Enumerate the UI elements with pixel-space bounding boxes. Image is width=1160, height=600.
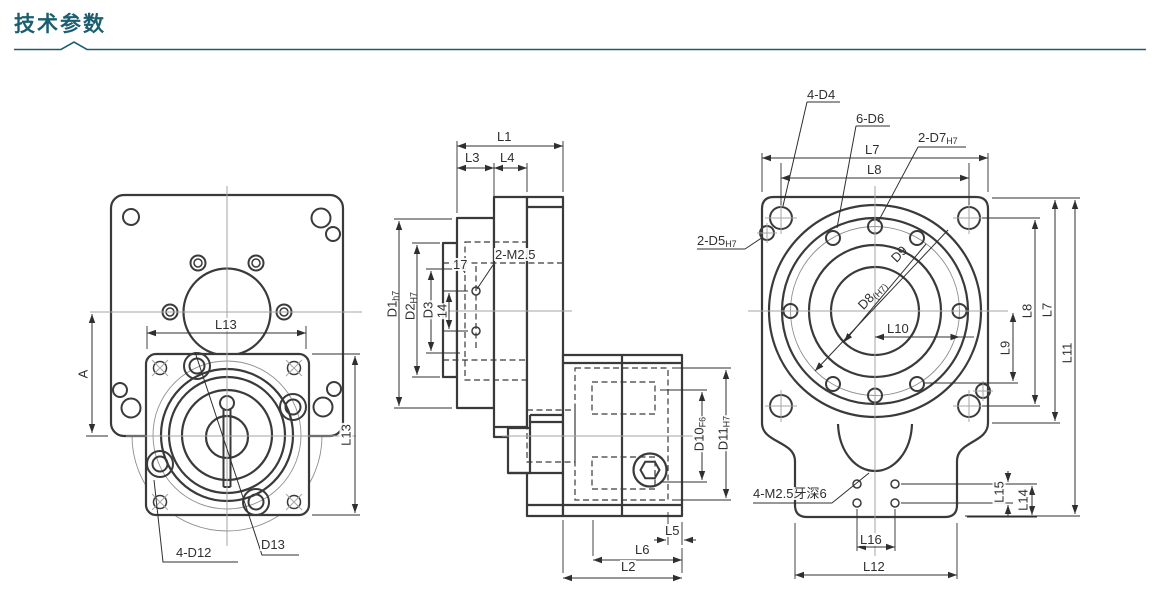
dim-l13-horizontal: L13 bbox=[214, 317, 238, 332]
header-rule bbox=[14, 41, 1146, 51]
mount-hole bbox=[325, 226, 341, 242]
tap-hole bbox=[471, 286, 481, 296]
callout-4-d12: 4-D12 bbox=[175, 545, 213, 560]
mount-hole bbox=[312, 396, 334, 418]
dim-d10: D10F6 bbox=[691, 415, 708, 453]
flange-corner-holes bbox=[151, 359, 303, 511]
leader-2-m25 bbox=[476, 264, 494, 290]
flange-bolt-holes bbox=[146, 352, 307, 516]
rear-view bbox=[697, 101, 1080, 579]
leader-d13 bbox=[194, 351, 299, 556]
hex-socket bbox=[639, 460, 661, 480]
dim-l3: L3 bbox=[464, 150, 481, 165]
housing-body-side bbox=[525, 195, 565, 518]
dim-l5: L5 bbox=[664, 523, 681, 538]
mount-hole bbox=[122, 208, 140, 226]
dim-d2: D2H7 bbox=[402, 290, 419, 322]
d9-diameter-line bbox=[814, 229, 949, 372]
callout-4-m25-depth: 4-M2.5牙深6 bbox=[752, 486, 828, 501]
mount-hole bbox=[310, 207, 332, 229]
corner-holes bbox=[757, 202, 993, 422]
dim-d11: D11H7 bbox=[715, 414, 732, 452]
dim-l4: L4 bbox=[499, 150, 516, 165]
side-view bbox=[394, 141, 731, 582]
tap-hole bbox=[471, 326, 481, 336]
mount-hole bbox=[326, 381, 342, 397]
dim-l8-horizontal: L8 bbox=[866, 162, 883, 177]
base-tap-holes bbox=[852, 479, 900, 508]
leader-4-d4 bbox=[782, 101, 840, 207]
dim-17: 17 bbox=[452, 257, 469, 272]
front-view bbox=[86, 186, 362, 563]
callout-2-d5: 2-D5H7 bbox=[696, 233, 738, 249]
leader-4-d12 bbox=[153, 479, 238, 563]
callout-2-m25: 2-M2.5 bbox=[494, 247, 537, 262]
dim-l9: L9 bbox=[997, 339, 1013, 357]
dim-d3: D3 bbox=[420, 300, 436, 320]
adapter-collar bbox=[492, 195, 529, 439]
callout-6-d6: 6-D6 bbox=[855, 111, 886, 126]
dim-l7-vertical: L7 bbox=[1039, 301, 1055, 319]
dim-l7-horizontal: L7 bbox=[864, 142, 881, 157]
mount-hole bbox=[120, 397, 142, 419]
dim-l15: L15 bbox=[991, 480, 1007, 504]
dim-l11: L11 bbox=[1059, 341, 1075, 365]
dim-a: A bbox=[75, 368, 91, 380]
dim-l1: L1 bbox=[496, 129, 513, 144]
dim-l13-vertical: L13 bbox=[338, 423, 354, 447]
dim-l16: L16 bbox=[859, 532, 883, 547]
dim-l14: L14 bbox=[1015, 488, 1031, 512]
dim-l12: L12 bbox=[862, 559, 886, 574]
callout-4-d4: 4-D4 bbox=[806, 87, 837, 102]
dim-14: 14 bbox=[434, 302, 450, 320]
mount-hole bbox=[112, 382, 128, 398]
callout-d13: D13 bbox=[260, 537, 286, 552]
dim-l10: L10 bbox=[886, 321, 910, 336]
dim-d1: D1h7 bbox=[384, 289, 401, 319]
leader-2-d5 bbox=[697, 236, 764, 250]
leader-4-m25 bbox=[753, 472, 870, 504]
dim-l8-vertical: L8 bbox=[1019, 302, 1035, 320]
callout-2-d7: 2-D7H7 bbox=[917, 130, 959, 146]
dim-l6: L6 bbox=[634, 542, 651, 557]
dim-l2: L2 bbox=[620, 559, 637, 574]
page-title: 技术参数 bbox=[14, 13, 106, 36]
d8-diameter-line bbox=[843, 243, 927, 343]
socket-screw bbox=[632, 452, 668, 488]
